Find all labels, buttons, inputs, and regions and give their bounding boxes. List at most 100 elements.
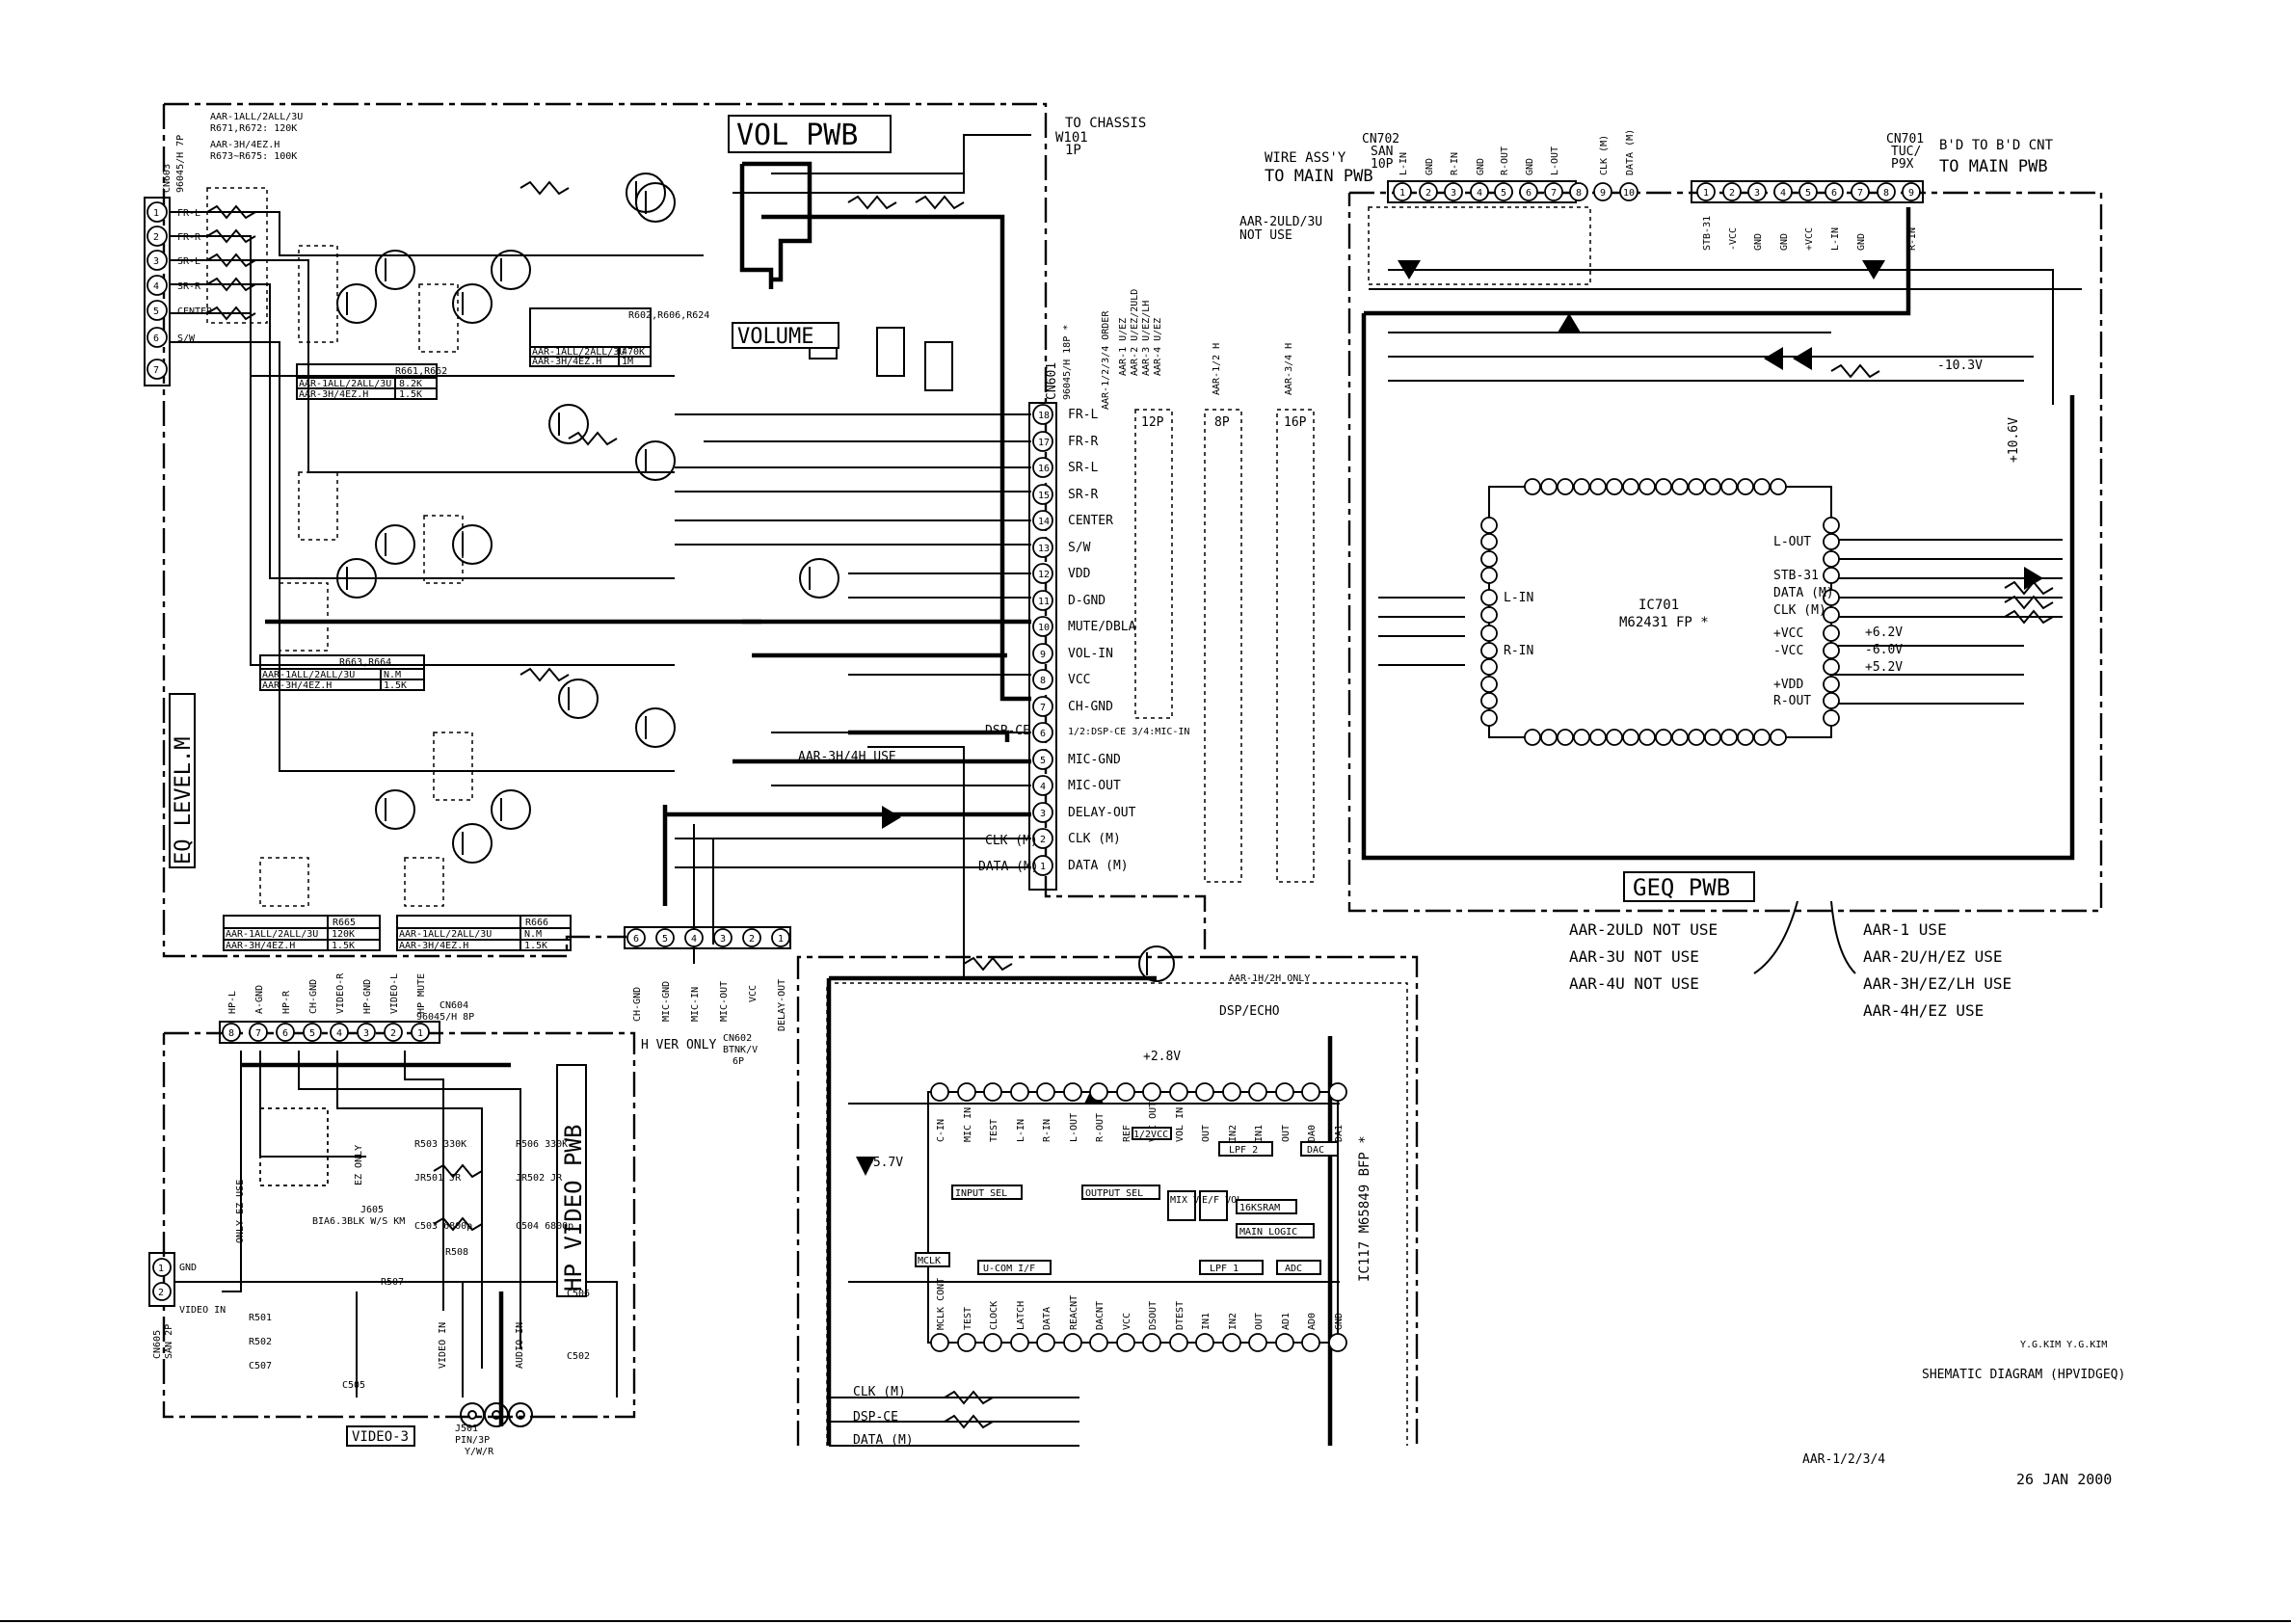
svg-text:R666: R666	[525, 918, 548, 928]
svg-text:16KSRAM: 16KSRAM	[1239, 1203, 1280, 1213]
transistor-q607	[375, 524, 415, 565]
ic117-top-pins	[930, 1082, 1347, 1102]
svg-text:17: 17	[1038, 438, 1050, 448]
cn603-pin-label: S/W	[177, 333, 196, 344]
main-wiring	[241, 207, 2075, 1446]
svg-text:R663,R664: R663,R664	[339, 657, 391, 668]
svg-text:REF: REF	[1122, 1125, 1132, 1142]
voltage-labels: -10.3V +10.6V +6.2V -6.0V +5.2V +5.7V +2…	[866, 359, 2021, 1170]
svg-text:CLK (M): CLK (M)	[1599, 135, 1610, 175]
ic701-bottom-pins	[1524, 729, 1787, 746]
svg-text:-10.3V: -10.3V	[1937, 359, 1983, 373]
svg-text:IN2: IN2	[1228, 1313, 1239, 1330]
svg-text:Y/W/R: Y/W/R	[465, 1447, 494, 1457]
svg-text:VCC OUT: VCC OUT	[1148, 1102, 1159, 1142]
svg-text:3: 3	[720, 934, 726, 945]
svg-text:9: 9	[1040, 650, 1046, 660]
svg-text:6: 6	[153, 333, 159, 344]
transistor-q616	[799, 558, 839, 599]
svg-text:8: 8	[228, 1028, 234, 1039]
svg-text:AAR-4 U/EZ: AAR-4 U/EZ	[1153, 318, 1163, 376]
svg-text:AAR-3H/4EZ.H: AAR-3H/4EZ.H	[262, 680, 332, 691]
svg-text:CLK (M): CLK (M)	[985, 834, 1038, 848]
svg-text:EZ ONLY: EZ ONLY	[354, 1145, 364, 1185]
svg-text:N.M: N.M	[384, 670, 401, 680]
svg-text:12P: 12P	[1141, 415, 1164, 430]
transistor-q601	[375, 250, 415, 290]
svg-text:1: 1	[778, 934, 784, 945]
cn601-pin-label: MUTE/DBLA	[1068, 620, 1136, 634]
svg-text:AAR-3H/4EZ.H: AAR-3H/4EZ.H	[210, 140, 280, 150]
cn601-pin-label: FR-L	[1068, 408, 1098, 422]
transistor-q618	[635, 707, 676, 748]
cn601-type: 96045/H 18P *	[1062, 325, 1073, 400]
svg-text:CH-GND: CH-GND	[308, 979, 319, 1014]
svg-text:VIDEO IN: VIDEO IN	[179, 1305, 226, 1316]
svg-text:2: 2	[1729, 188, 1735, 199]
svg-text:8: 8	[1576, 188, 1582, 199]
svg-text:C-IN: C-IN	[936, 1119, 946, 1142]
svg-text:AAR-1H/2H ONLY: AAR-1H/2H ONLY	[1229, 973, 1310, 984]
svg-text:R-IN: R-IN	[1907, 227, 1918, 251]
svg-text:5: 5	[309, 1028, 315, 1039]
svg-text:DA1: DA1	[1334, 1125, 1345, 1142]
svg-text:1: 1	[1040, 862, 1046, 872]
svg-text:C506: C506	[567, 1289, 590, 1299]
svg-text:12: 12	[1038, 570, 1050, 580]
svg-text:C502: C502	[567, 1351, 590, 1362]
svg-text:HP-R: HP-R	[281, 990, 292, 1014]
cn601-pin-label: VDD	[1068, 567, 1091, 581]
svg-text:9: 9	[1600, 188, 1606, 199]
transistor-q603	[452, 283, 493, 324]
svg-text:R-OUT: R-OUT	[1095, 1113, 1106, 1142]
svg-text:LPF 1: LPF 1	[1210, 1264, 1239, 1274]
svg-text:+VCC: +VCC	[1773, 626, 1803, 641]
svg-text:3: 3	[1451, 188, 1456, 199]
svg-text:6: 6	[1040, 729, 1046, 739]
svg-text:AAR-1ALL/2ALL/3U: AAR-1ALL/2ALL/3U	[210, 112, 303, 122]
svg-text:1: 1	[1703, 188, 1709, 199]
svg-text:R508: R508	[445, 1247, 468, 1258]
svg-text:3: 3	[1040, 809, 1046, 819]
svg-text:DACNT: DACNT	[1095, 1301, 1106, 1330]
cn601-pin-label: SR-L	[1068, 461, 1098, 475]
ic117-ref: IC117 M65849 BFP *	[1357, 1135, 1372, 1282]
svg-text:IN2: IN2	[1228, 1125, 1239, 1142]
svg-text:MIX VOL: MIX VOL	[1170, 1195, 1211, 1206]
svg-text:SAN 2P: SAN 2P	[164, 1324, 174, 1359]
svg-text:INPUT SEL: INPUT SEL	[955, 1188, 1007, 1199]
svg-text:8: 8	[1883, 188, 1889, 199]
hp-video-pwb-title: HP VIDEO PWB	[560, 1125, 587, 1291]
svg-text:R-OUT: R-OUT	[1500, 146, 1510, 175]
svg-text:VIDEO IN: VIDEO IN	[438, 1322, 448, 1369]
svg-text:R671,R672: 120K: R671,R672: 120K	[210, 123, 297, 134]
cn603-pin-label: FR-L	[177, 208, 200, 219]
svg-text:7: 7	[1040, 703, 1046, 713]
svg-text:4: 4	[691, 934, 697, 945]
vertical-order-notes: AAR-1/2/3/4 ORDER AAR-1 U/EZ AAR-2 U/EZ/…	[1101, 289, 1307, 430]
svg-text:AAR-3H/4EZ.H: AAR-3H/4EZ.H	[532, 357, 601, 367]
svg-text:AAR-3 U/EZ/LH: AAR-3 U/EZ/LH	[1141, 301, 1152, 376]
cn601-pin-label: CLK (M)	[1068, 832, 1121, 846]
svg-text:1.5K: 1.5K	[524, 941, 547, 951]
svg-text:2: 2	[1040, 835, 1046, 845]
svg-text:4: 4	[1477, 188, 1482, 199]
legend: AAR-2ULD NOT USE AAR-3U NOT USE AAR-4U N…	[1569, 900, 2011, 1020]
svg-text:DA0: DA0	[1307, 1125, 1318, 1142]
cn601-pin-label: S/W	[1068, 541, 1091, 555]
svg-text:MCLK: MCLK	[918, 1256, 941, 1266]
cn605-connector: 1 2 GND VIDEO IN CN605 SAN 2P	[148, 1252, 226, 1359]
svg-text:OUT: OUT	[1281, 1125, 1292, 1142]
svg-text:MAIN LOGIC: MAIN LOGIC	[1239, 1227, 1297, 1238]
svg-text:IN1: IN1	[1254, 1125, 1265, 1142]
cn702-ref: CN702	[1362, 132, 1399, 146]
svg-text:JR501 JR: JR501 JR	[414, 1173, 462, 1184]
svg-text:-VCC: -VCC	[1773, 644, 1803, 658]
svg-text:IN1: IN1	[1201, 1313, 1212, 1330]
to-chassis-label: TO CHASSIS	[1065, 116, 1146, 131]
svg-text:4: 4	[153, 281, 159, 292]
cn603-pin-label: FR-R	[177, 232, 201, 243]
svg-text:AD0: AD0	[1307, 1313, 1318, 1330]
svg-text:MIC IN: MIC IN	[963, 1107, 973, 1142]
svg-text:BTNK/V: BTNK/V	[723, 1045, 758, 1055]
